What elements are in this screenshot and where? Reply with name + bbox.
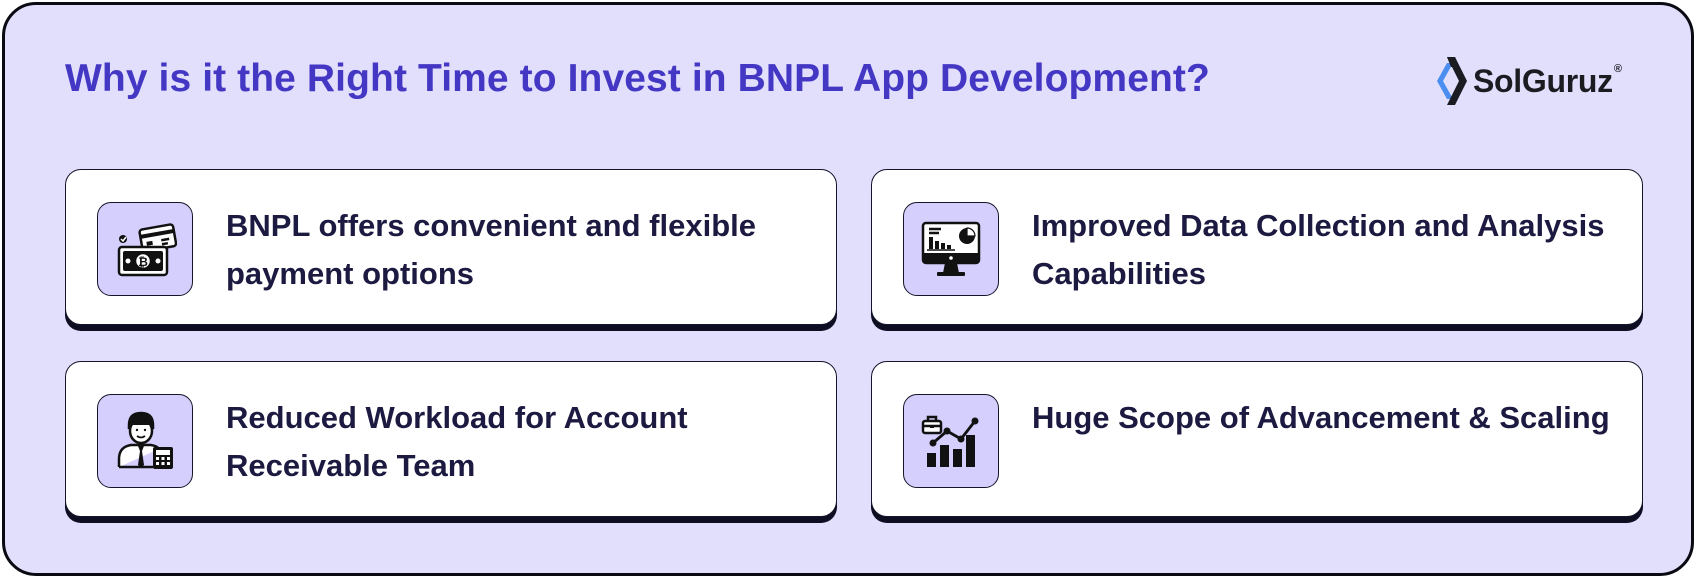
solguruz-logo: SolGuruz ® bbox=[1433, 53, 1622, 109]
benefit-text: Improved Data Collection and Analysis Ca… bbox=[1032, 208, 1605, 291]
logo-text: SolGuruz bbox=[1473, 62, 1613, 99]
svg-text:₿: ₿ bbox=[138, 255, 148, 269]
benefit-card-data-analysis: Improved Data Collection and Analysis Ca… bbox=[871, 169, 1643, 325]
benefit-text: BNPL offers convenient and flexible paym… bbox=[226, 208, 756, 291]
payment-card-cash-icon: ₿ bbox=[97, 202, 193, 296]
benefit-card-flexible-payment: ₿ BNPL offers convenient and flexible pa… bbox=[65, 169, 837, 325]
benefit-text: Huge Scope of Advancement & Scaling bbox=[1032, 400, 1610, 435]
growth-chart-briefcase-icon bbox=[903, 394, 999, 488]
accountant-calculator-icon bbox=[97, 394, 193, 488]
benefit-card-scaling: Huge Scope of Advancement & Scaling bbox=[871, 361, 1643, 517]
benefit-card-reduced-workload: Reduced Workload for Account Receivable … bbox=[65, 361, 837, 517]
solguruz-logo-icon bbox=[1437, 57, 1467, 105]
monitor-analytics-icon bbox=[903, 202, 999, 296]
benefit-text: Reduced Workload for Account Receivable … bbox=[226, 400, 688, 483]
registered-mark: ® bbox=[1613, 63, 1622, 75]
page-title: Why is it the Right Time to Invest in BN… bbox=[65, 57, 1210, 100]
